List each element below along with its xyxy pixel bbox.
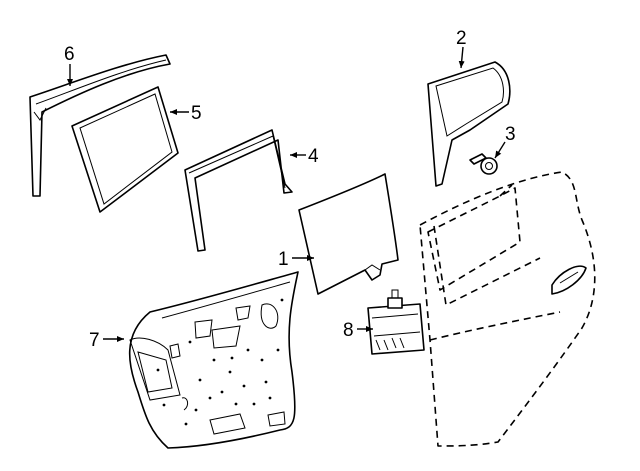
callout-5: 5 bbox=[191, 103, 202, 124]
callout-3: 3 bbox=[505, 124, 516, 145]
callout-6: 6 bbox=[64, 44, 75, 65]
callout-2: 2 bbox=[456, 28, 467, 49]
part-3-bolt bbox=[469, 153, 498, 175]
part-8-control-module bbox=[367, 289, 425, 355]
callout-1: 1 bbox=[278, 249, 289, 270]
part-1-door-glass bbox=[298, 173, 399, 295]
callout-7: 7 bbox=[89, 330, 100, 351]
part-6-frame-molding bbox=[29, 54, 171, 197]
callout-4: 4 bbox=[308, 146, 319, 167]
door-handle bbox=[551, 265, 587, 295]
callout-8: 8 bbox=[343, 320, 354, 341]
part-4-run-channel bbox=[184, 129, 293, 252]
door-shell-outline bbox=[419, 171, 596, 447]
part-2-quarter-glass bbox=[427, 61, 511, 187]
part-7-door-trim-panel bbox=[128, 271, 299, 449]
part-5-stationary-glass bbox=[71, 86, 179, 213]
callout-leaders bbox=[67, 46, 506, 342]
